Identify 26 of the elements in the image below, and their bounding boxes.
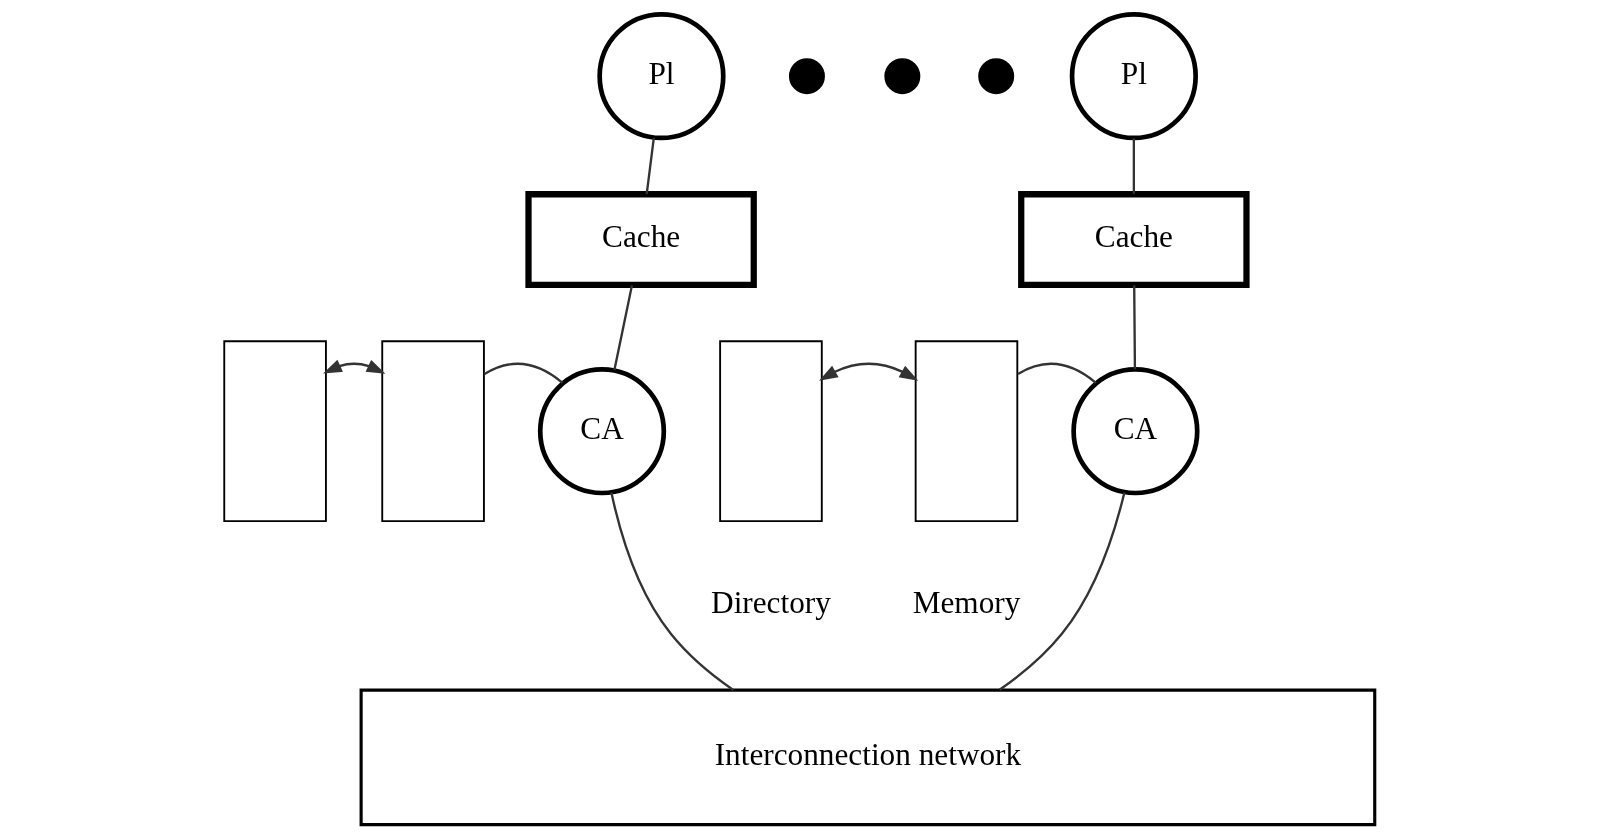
arrow xyxy=(818,362,918,381)
node-box: Interconnection network xyxy=(359,688,1376,827)
connector xyxy=(1132,138,1135,194)
node-box xyxy=(380,340,485,523)
node-box: Cache xyxy=(524,191,757,289)
node-circle: Pl xyxy=(1069,12,1198,141)
arrow xyxy=(322,359,385,374)
node-circle: CA xyxy=(1070,367,1200,496)
node-label: Directory xyxy=(710,585,831,621)
node-circle: CA xyxy=(537,367,666,496)
node-box xyxy=(914,340,1018,523)
connector xyxy=(609,492,734,691)
connector xyxy=(483,362,563,384)
connector xyxy=(1016,362,1097,384)
node-box: Cache xyxy=(1017,191,1250,289)
node-label: Memory xyxy=(912,585,1020,621)
connector xyxy=(998,492,1126,691)
node-circle: Pl xyxy=(596,12,726,141)
node-box xyxy=(718,340,823,523)
connector xyxy=(1132,285,1136,370)
connector xyxy=(645,137,655,195)
node-box xyxy=(222,340,327,523)
node-circle xyxy=(977,58,1014,95)
node-circle xyxy=(788,58,825,95)
connector xyxy=(612,285,633,371)
node-circle xyxy=(883,58,920,95)
